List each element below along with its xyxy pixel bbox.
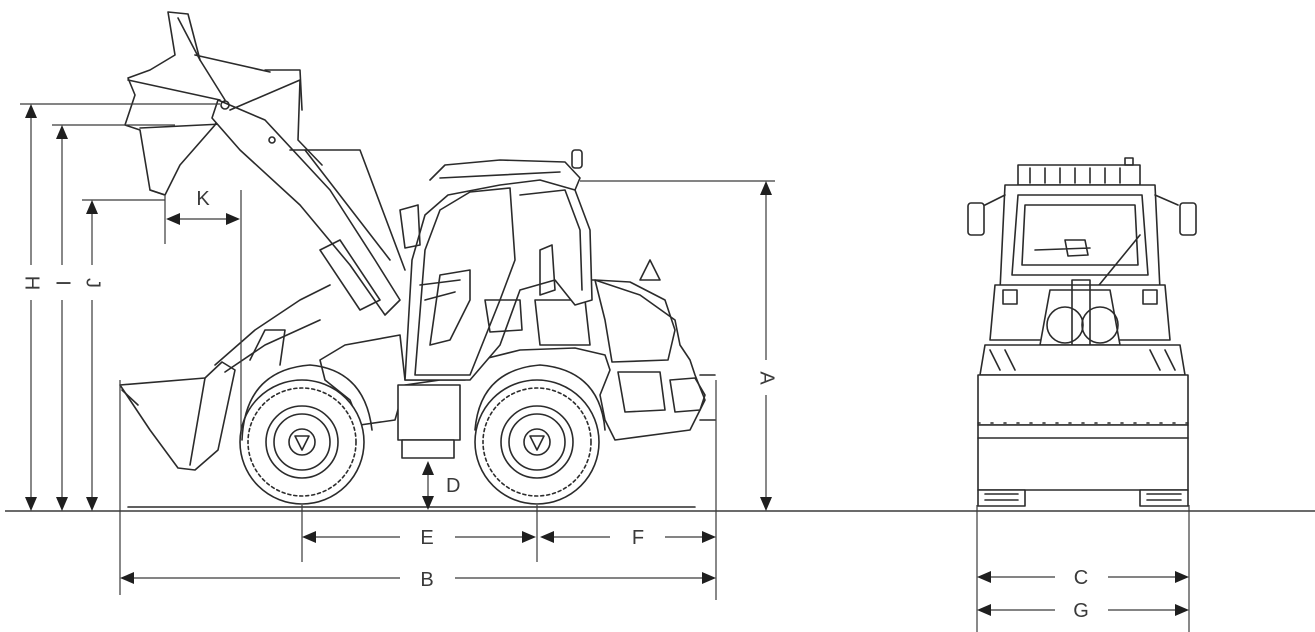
dimension-I: I xyxy=(52,125,74,511)
label-G: G xyxy=(1073,600,1089,622)
dimension-D: D xyxy=(422,461,460,510)
dimension-G: G xyxy=(977,600,1189,622)
dimension-J: J xyxy=(82,200,104,511)
label-J: J xyxy=(82,278,104,288)
dimension-C: C xyxy=(977,567,1189,589)
front-view-loader xyxy=(967,157,1197,507)
lowered-bucket xyxy=(119,284,331,471)
cab xyxy=(399,149,593,381)
label-D: D xyxy=(446,475,460,497)
label-A: A xyxy=(756,371,778,385)
side-view-loader xyxy=(119,11,716,505)
label-B: B xyxy=(420,569,433,591)
dimension-B: B xyxy=(120,569,716,591)
dimension-K: K xyxy=(166,188,240,225)
label-E: E xyxy=(420,527,433,549)
dimension-H: H xyxy=(21,104,43,511)
label-C: C xyxy=(1074,567,1088,589)
label-I: I xyxy=(52,280,74,286)
label-K: K xyxy=(196,188,210,210)
dimension-E: E xyxy=(302,527,536,549)
raised-boom xyxy=(194,54,406,316)
dimension-F: F xyxy=(540,527,716,549)
label-H: H xyxy=(21,276,43,290)
front-wheel xyxy=(239,379,365,505)
rear-wheel xyxy=(474,379,600,505)
label-F: F xyxy=(632,527,644,549)
chassis xyxy=(319,259,716,459)
dimension-A: A xyxy=(580,180,778,511)
